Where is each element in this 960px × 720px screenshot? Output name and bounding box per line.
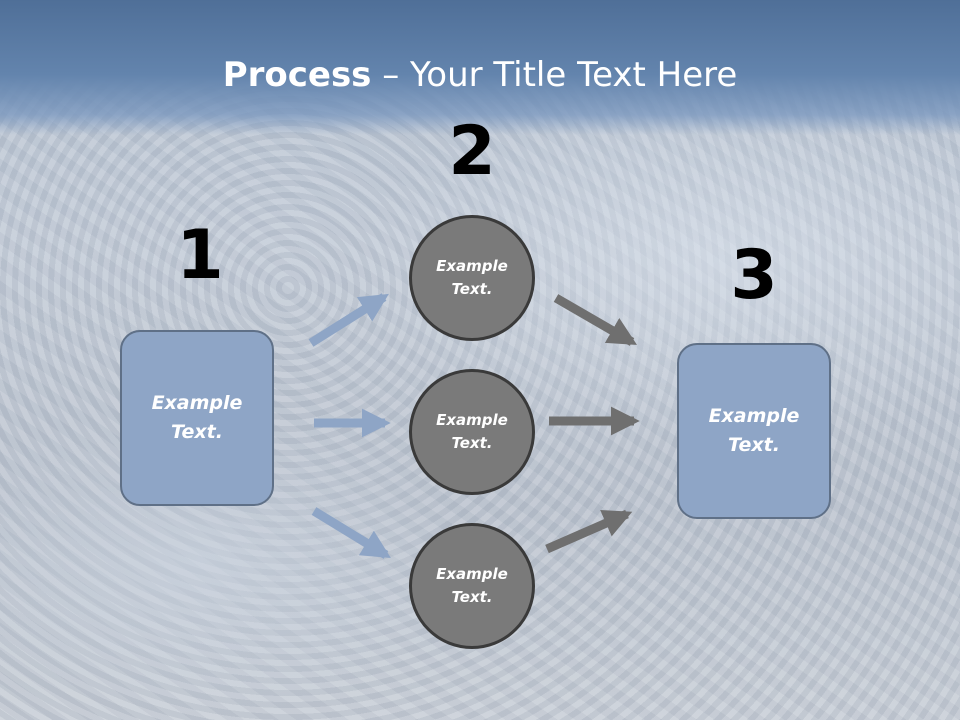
step-3-box[interactable]: Example Text.: [677, 343, 831, 519]
arrow-1-to-top: [308, 293, 389, 347]
step-2-circle-top[interactable]: Example Text.: [409, 215, 535, 341]
step-number-3: 3: [730, 236, 778, 315]
circle-bottom-text: Example Text.: [436, 565, 508, 606]
step-2-circle-middle[interactable]: Example Text.: [409, 369, 535, 495]
arrow-bottom-to-3: [545, 509, 633, 554]
title-rest: – Your Title Text Here: [371, 55, 738, 95]
step-number-2: 2: [448, 112, 496, 191]
arrow-1-to-bottom: [311, 507, 391, 559]
step-2-circle-bottom[interactable]: Example Text.: [409, 523, 535, 649]
step-number-1: 1: [176, 216, 224, 295]
step-3-text: Example Text.: [708, 405, 800, 456]
circle-top-text: Example Text.: [436, 257, 508, 298]
title-banner: [0, 0, 960, 135]
slide-title: Process – Your Title Text Here: [0, 52, 960, 98]
circle-middle-text: Example Text.: [436, 411, 508, 452]
step-1-box[interactable]: Example Text.: [120, 330, 274, 506]
step-1-text: Example Text.: [151, 392, 243, 443]
arrow-top-to-3: [553, 294, 637, 346]
title-bold: Process: [222, 55, 372, 95]
